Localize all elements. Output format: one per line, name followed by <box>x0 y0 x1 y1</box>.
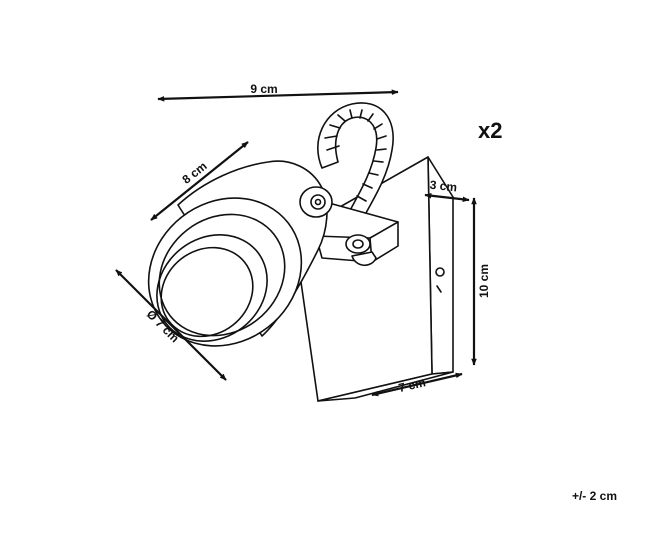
head-depth-dimension-line <box>150 141 249 221</box>
height-label: 10 cm <box>477 264 491 298</box>
width-dimension-line <box>157 89 399 102</box>
diameter-dimension-line <box>115 269 227 381</box>
quantity-label: x2 <box>478 118 502 143</box>
width-label: 9 cm <box>250 82 277 96</box>
plate-width-dimension-line <box>371 372 463 397</box>
plate-depth-label: 3 cm <box>429 178 458 195</box>
spotlight-head <box>147 160 333 347</box>
dimension-lines <box>115 89 477 397</box>
plate-width-label: 7 cm <box>397 375 427 395</box>
plate-depth-dimension-line <box>424 192 470 203</box>
head-depth-label: 8 cm <box>179 159 209 187</box>
tolerance-label: +/- 2 cm <box>572 489 617 503</box>
